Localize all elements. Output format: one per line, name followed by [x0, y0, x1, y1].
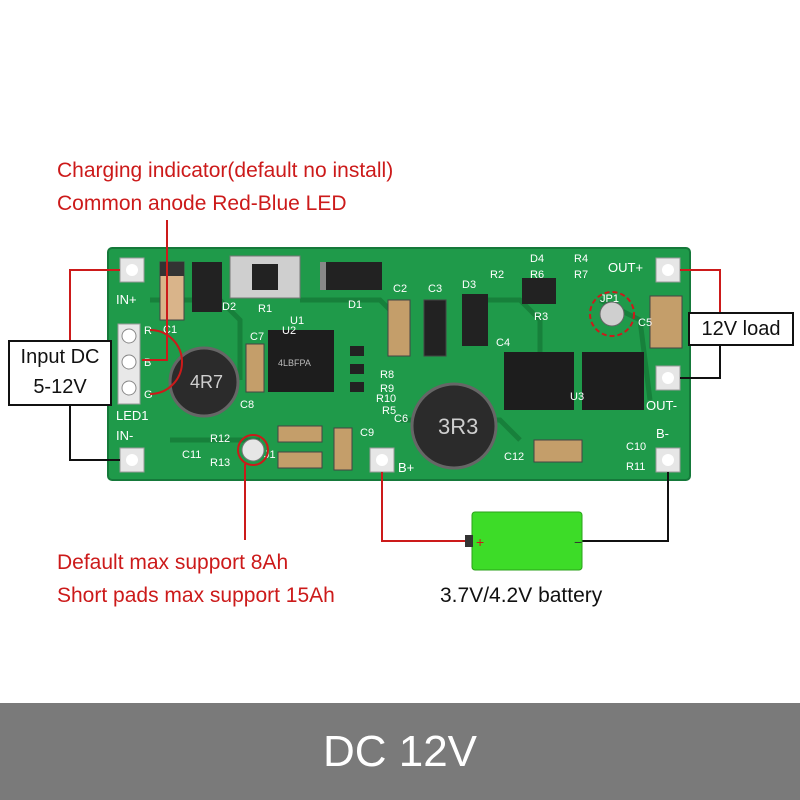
ref-d1: D1 [348, 299, 362, 311]
ref-r1: R1 [258, 303, 272, 315]
ref-c12: C12 [504, 451, 524, 463]
indicator-label-line2: Common anode Red-Blue LED [57, 192, 347, 215]
input-dc-box: Input DC 5-12V [8, 340, 112, 406]
inductor-3r3-label: 3R3 [438, 414, 478, 439]
ref-r9: R9 [380, 383, 394, 395]
capacity-label-line2: Short pads max support 15Ah [57, 584, 335, 607]
ref-r5: R5 [382, 405, 396, 417]
inductor-3r3 [410, 382, 498, 470]
indicator-arc [149, 329, 183, 395]
ref-u3: U3 [570, 391, 584, 403]
silk-led-g: G [144, 389, 153, 401]
ref-jp1: JP1 [600, 293, 619, 305]
input-plus-wire [69, 269, 120, 340]
ref-d4: D4 [530, 253, 544, 265]
pcb-traces [150, 297, 653, 443]
ref-u2: U2 [282, 325, 296, 337]
silk-led1: LED1 [116, 408, 149, 423]
jp1-highlight-circle [589, 291, 635, 337]
input-minus-wire [69, 404, 120, 461]
battery-body [471, 511, 583, 571]
battery-plus-sign: + [476, 534, 484, 550]
silk-ic-u2: 4LBFPA [278, 358, 311, 368]
silk-out-plus: OUT+ [608, 260, 643, 275]
inductor-4r7 [168, 346, 240, 418]
ref-r13: R13 [210, 457, 230, 469]
input-dc-line2: 5-12V [33, 376, 87, 398]
ref-r7: R7 [574, 269, 588, 281]
footer-title: DC 12V [322, 727, 478, 776]
ref-c2: C2 [393, 283, 407, 295]
battery-plus-wire [381, 472, 470, 542]
ref-j1: J1 [264, 449, 276, 461]
pad-b-plus [369, 447, 395, 473]
silk-b-minus: B- [656, 426, 669, 441]
silk-out-minus: OUT- [646, 398, 677, 413]
indicator-label-line1: Charging indicator(default no install) [57, 159, 394, 182]
indicator-leader-line [142, 220, 168, 361]
ref-c11: C11 [182, 449, 201, 461]
ref-c10: C10 [626, 441, 646, 453]
ref-c4: C4 [496, 337, 510, 349]
silk-in-plus: IN+ [116, 292, 137, 307]
battery-minus-wire [582, 472, 669, 542]
ref-r11: R11 [626, 461, 645, 473]
output-minus-wire [680, 344, 721, 379]
ref-r10: R10 [376, 393, 396, 405]
capacity-label-line1: Default max support 8Ah [57, 551, 289, 574]
ref-r6: R6 [530, 269, 544, 281]
ref-d3: D3 [462, 279, 476, 291]
output-plus-wire [680, 269, 721, 312]
silk-in-minus: IN- [116, 428, 133, 443]
ref-c7: C7 [250, 331, 264, 343]
ref-d2: D2 [222, 301, 236, 313]
jumper-highlight-circle [237, 434, 269, 466]
led-header [117, 323, 141, 405]
ref-r8: R8 [380, 369, 394, 381]
ref-r3: R3 [534, 311, 548, 323]
battery-minus-sign: − [574, 534, 582, 550]
battery-terminal [465, 535, 473, 547]
pad-in-plus [119, 257, 145, 283]
ref-u1: U1 [290, 315, 304, 327]
ref-c5: C5 [638, 317, 652, 329]
solder-pads [119, 257, 681, 473]
battery-label: 3.7V/4.2V battery [440, 584, 603, 607]
ref-c9: C9 [360, 427, 374, 439]
ref-c3: C3 [428, 283, 442, 295]
ref-r2: R2 [490, 269, 504, 281]
silk-b-plus: B+ [398, 460, 414, 475]
ref-c8: C8 [240, 399, 254, 411]
inductor-4r7-label: 4R7 [190, 372, 223, 392]
silk-led-b: B [144, 357, 151, 369]
ref-r4: R4 [574, 253, 588, 265]
ref-r12: R12 [210, 433, 230, 445]
ref-c6: C6 [394, 413, 408, 425]
silk-led-r: R [144, 325, 152, 337]
footer-bar [0, 703, 800, 800]
load-box: 12V load [688, 312, 794, 346]
components [159, 255, 683, 471]
input-dc-line1: Input DC [20, 346, 100, 368]
